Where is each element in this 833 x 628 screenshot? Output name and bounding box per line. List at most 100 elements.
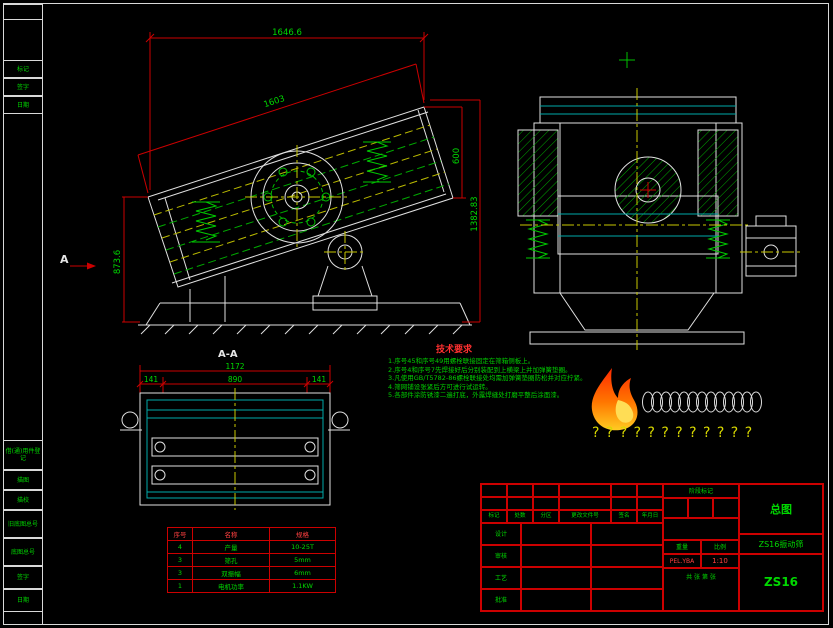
dim-overall-height: 1382.83 bbox=[470, 196, 480, 231]
tech-requirement-item: 5.各部件涂防锈漆二遍打底，外露焊缝处打磨平整后涂面漆。 bbox=[388, 391, 564, 399]
tech-requirement-item: 4.筛网铺设张紧后方可进行试运转。 bbox=[388, 382, 492, 391]
stage-cell bbox=[663, 518, 739, 540]
spec-cell: 电机功率 bbox=[192, 579, 270, 593]
margin-upper-block: 签字 bbox=[3, 78, 43, 96]
tech-requirements-title: 技术要求 bbox=[436, 345, 473, 355]
spec-table-header-row: 序号 名称 规格 bbox=[167, 527, 336, 541]
date-field bbox=[591, 567, 663, 589]
margin-lower-block: 借(通)用件登记 bbox=[3, 440, 43, 470]
date-field bbox=[591, 523, 663, 545]
margin-upper-label: 标记 bbox=[16, 65, 29, 73]
spec-table-row: 1 电机功率 1.1KW bbox=[167, 579, 336, 593]
margin-upper-label: 日期 bbox=[16, 101, 29, 109]
margin-lower-label: 描校 bbox=[16, 496, 29, 504]
spec-cell: 3 bbox=[167, 566, 193, 580]
tech-requirement-item: 2.序号4和序号7先焊接好后分别装配到上横梁上并加弹簧垫圈。 bbox=[388, 365, 572, 374]
rev-cell bbox=[559, 484, 611, 497]
rev-cell bbox=[637, 484, 663, 497]
isolation-spring bbox=[706, 219, 730, 259]
margin-lower-label: 借(通)用件登记 bbox=[5, 448, 41, 462]
flame-logo bbox=[591, 368, 638, 431]
spec-cell: 4 bbox=[167, 540, 193, 554]
spec-cell: 6mm bbox=[269, 566, 336, 580]
spec-table: 序号 名称 规格 4 产量 10-25T 3 筛孔 5mm 3 双振幅 6mm … bbox=[167, 527, 336, 593]
scale-value: 1:10 bbox=[701, 554, 739, 568]
margin-lower-block: 描校 bbox=[3, 490, 43, 510]
rev-header: 年月日 bbox=[637, 510, 663, 523]
spec-cell: 1.1KW bbox=[269, 579, 336, 593]
section-letter: A bbox=[60, 253, 69, 266]
margin-lower-block: 旧底图总号 bbox=[3, 510, 43, 538]
sign-field bbox=[521, 589, 591, 611]
margin-lower-label: 旧底图总号 bbox=[7, 520, 38, 528]
spec-cell: 产量 bbox=[192, 540, 270, 554]
sign-label: 审核 bbox=[481, 545, 521, 567]
margin-lower-block: 签字 bbox=[3, 566, 43, 589]
spec-cell: 3 bbox=[167, 553, 193, 567]
spec-table-row: 4 产量 10-25T bbox=[167, 540, 336, 554]
sign-label: 设计 bbox=[481, 523, 521, 545]
title-block: 标记 处数 分区 更改文件号 签名 年月日 设计 审核 工艺 批准 阶段标记 重… bbox=[480, 483, 824, 612]
stage-label: 阶段标记 bbox=[663, 484, 739, 498]
drawing-type: 总图 bbox=[739, 484, 823, 534]
rev-cell bbox=[481, 484, 507, 497]
rev-header: 签名 bbox=[611, 510, 637, 523]
sign-field bbox=[521, 523, 591, 545]
margin-lower-label: 日期 bbox=[16, 597, 29, 604]
rev-cell bbox=[533, 484, 559, 497]
rev-cell bbox=[559, 497, 611, 510]
dim-height-600: 600 bbox=[452, 148, 462, 164]
margin-upper-block: 日期 bbox=[3, 96, 43, 114]
section-view: 1172 141 890 141 bbox=[120, 362, 350, 510]
spec-cell: 5mm bbox=[269, 553, 336, 567]
product-name: ZS16振动筛 bbox=[739, 534, 823, 554]
spec-cell: 双振幅 bbox=[192, 566, 270, 580]
dim-left-height: 873.6 bbox=[113, 250, 123, 274]
sign-field bbox=[521, 567, 591, 589]
base-frame bbox=[138, 276, 472, 335]
dim-section-right: 141 bbox=[312, 375, 327, 384]
dim-section-left: 141 bbox=[144, 375, 159, 384]
isolation-spring bbox=[526, 219, 550, 259]
margin-lower-label: 描图 bbox=[16, 476, 29, 484]
technical-requirements: 技术要求 1.序号45和序号49用螺栓联接固定在筛箱侧板上。 2.序号4和序号7… bbox=[388, 342, 610, 400]
suspension-spring bbox=[363, 141, 391, 183]
side-dimensions bbox=[122, 32, 481, 323]
tech-requirement-item: 3.凡使用GB/T5782-86螺栓联接处均需加弹簧垫圈防松并对应拧紧。 bbox=[388, 374, 587, 382]
spring-coil-row bbox=[642, 391, 762, 413]
stage-cell bbox=[713, 498, 739, 518]
rev-cell bbox=[481, 497, 507, 510]
date-field bbox=[591, 545, 663, 567]
tech-requirement-item: 1.序号45和序号49用螺栓联接固定在筛箱侧板上。 bbox=[388, 357, 535, 365]
drive-shaft bbox=[312, 231, 378, 311]
dim-overall-length: 1646.6 bbox=[272, 28, 302, 38]
rev-cell bbox=[637, 497, 663, 510]
sign-field bbox=[521, 545, 591, 567]
weight-value: PEL.YBA bbox=[663, 554, 701, 568]
drawing-number: ZS16 bbox=[739, 554, 823, 611]
date-field bbox=[591, 589, 663, 611]
spec-table-row: 3 双振幅 6mm bbox=[167, 566, 336, 580]
weight-label: 重量 bbox=[663, 540, 701, 554]
rev-cell bbox=[611, 497, 637, 510]
screen-deck-lines bbox=[153, 124, 450, 275]
motor bbox=[742, 215, 797, 277]
rev-header: 更改文件号 bbox=[559, 510, 611, 523]
section-view-title: A-A bbox=[218, 349, 238, 360]
margin-upper-label: 签字 bbox=[16, 83, 29, 91]
spec-cell: 筛孔 bbox=[192, 553, 270, 567]
sign-label: 批准 bbox=[481, 589, 521, 611]
suspension-spring bbox=[192, 201, 220, 243]
sheets-label: 共 张 第 张 bbox=[663, 568, 739, 611]
spec-table-row: 3 筛孔 5mm bbox=[167, 553, 336, 567]
spec-cell: 1 bbox=[167, 579, 193, 593]
margin-lower-label: 签字 bbox=[16, 574, 29, 581]
rev-header: 处数 bbox=[507, 510, 533, 523]
rev-cell bbox=[507, 484, 533, 497]
front-view bbox=[517, 52, 802, 350]
margin-corner-box bbox=[3, 4, 43, 20]
rev-header: 标记 bbox=[481, 510, 507, 523]
margin-lower-block: 描图 bbox=[3, 470, 43, 490]
question-mark-row: ? ? ? ? ? ? ? ? ? ? ? ? bbox=[592, 425, 754, 441]
